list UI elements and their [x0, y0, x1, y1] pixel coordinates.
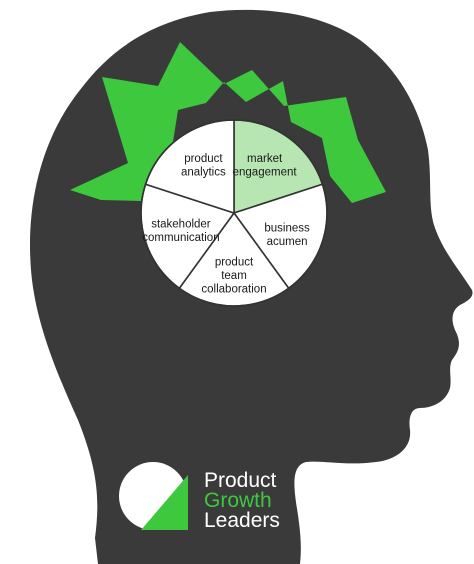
logo-line-growth: Growth: [204, 489, 272, 512]
pie-label-line: collaboration: [201, 283, 266, 295]
pie-label-line: product: [184, 153, 223, 165]
logo-mark: [119, 462, 188, 530]
pie-label-business-acumen: business acumen: [264, 222, 310, 248]
pie-label-line: team: [221, 270, 247, 282]
skills-pie: [140, 119, 328, 307]
pie-label-line: stakeholder: [151, 218, 211, 230]
logo-line-product: Product: [204, 469, 277, 492]
pie-label-line: acumen: [267, 236, 308, 248]
pie-label-product-analytics: product analytics: [181, 153, 226, 179]
pie-label-line: communication: [142, 232, 219, 244]
pie-label-stakeholder-communication: stakeholder communication: [142, 218, 219, 244]
pie-label-line: product: [215, 256, 254, 268]
pie-outline: [140, 119, 328, 307]
pie-label-line: analytics: [181, 167, 226, 179]
pie-label-line: engagement: [233, 167, 298, 179]
logo-line-leaders: Leaders: [204, 509, 280, 532]
skills-pie-labels: market engagement business acumen product tea…: [142, 153, 310, 295]
green-crown-shape: [70, 42, 386, 203]
pie-label-line: business: [264, 222, 310, 234]
pie-label-line: market: [247, 153, 283, 165]
pie-label-market-engagement: market engagement: [233, 153, 298, 179]
